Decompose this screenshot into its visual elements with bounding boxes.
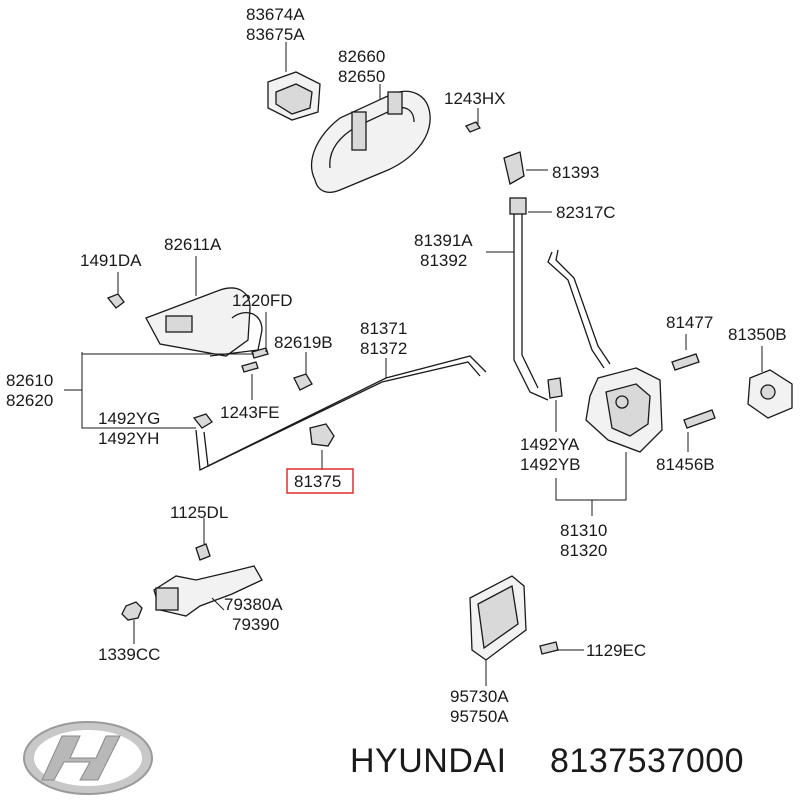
- label-81350b: 81350B: [728, 325, 787, 344]
- label-81320: 81320: [560, 541, 607, 560]
- label-82650: 82650: [338, 67, 385, 86]
- label-1243fe: 1243FE: [220, 403, 280, 422]
- exterior-handle-part: [310, 90, 431, 193]
- inside-rod-group: [195, 355, 487, 494]
- label-1492yb: 1492YB: [520, 455, 581, 474]
- screw-1220fd-icon: [251, 347, 269, 359]
- rod-81391a-part: [513, 205, 549, 401]
- label-95730a: 95730A: [450, 687, 509, 706]
- label-81393: 81393: [552, 163, 599, 182]
- label-81477: 81477: [666, 313, 713, 332]
- label-1339cc: 1339CC: [98, 645, 160, 664]
- clip-1492yg-icon: [192, 413, 213, 429]
- rod-81371-part: [195, 361, 481, 471]
- screw-1243hx-icon: [465, 121, 481, 133]
- label-79380a: 79380A: [224, 595, 283, 614]
- label-1125dl: 1125DL: [170, 503, 228, 522]
- label-81372: 81372: [360, 339, 407, 358]
- rod-latch-part: [547, 251, 605, 369]
- screw-81477-icon: [671, 353, 700, 371]
- inside-handle-group: [64, 256, 313, 429]
- label-1491da: 1491DA: [80, 251, 142, 270]
- inside-handle-82611a-part: [145, 287, 251, 357]
- label-1129ec: 1129EC: [586, 641, 646, 660]
- exterior-handle-group: [267, 42, 481, 193]
- screw-1129ec-icon: [539, 641, 559, 655]
- screw-81456b-icon: [683, 409, 716, 429]
- door-checker-79380a-part: [153, 565, 263, 617]
- clip-81393-part: [503, 151, 525, 185]
- label-79390: 79390: [232, 615, 279, 634]
- label-82660: 82660: [338, 47, 385, 66]
- label-81456b: 81456B: [656, 455, 715, 474]
- bolt-1125dl-icon: [195, 543, 211, 561]
- clip-1491da-icon: [106, 293, 125, 309]
- label-81371: 81371: [360, 319, 407, 338]
- label-1492ya: 1492YA: [520, 435, 580, 454]
- label-83675a: 83675A: [246, 25, 305, 44]
- label-82619b: 82619B: [274, 333, 333, 352]
- label-1492yg: 1492YG: [98, 409, 160, 428]
- label-81310: 81310: [560, 521, 607, 540]
- highlight-81375-box: [286, 468, 354, 494]
- door-checker-group: [121, 518, 263, 644]
- label-83674a: 83674A: [246, 5, 305, 24]
- clip-81375-part: [309, 423, 335, 447]
- clip-1492ya-part: [547, 377, 563, 399]
- nut-1339cc-icon: [121, 601, 143, 621]
- cap-82619b-icon: [293, 373, 313, 391]
- label-82317c: 82317C: [556, 203, 616, 222]
- label-81392: 81392: [420, 251, 467, 270]
- brand-name: HYUNDAI: [350, 742, 507, 780]
- handle-cover-inner-part: [275, 83, 313, 115]
- label-1220fd: 1220FD: [232, 291, 292, 310]
- part-labels: 83674A 83675A 82660 82650 1243HX 81393 8…: [6, 5, 787, 726]
- label-82620: 82620: [6, 391, 53, 410]
- handle-bracket-part: [351, 111, 367, 151]
- hyundai-logo-icon: [23, 721, 153, 795]
- label-82611a: 82611A: [164, 235, 222, 254]
- label-95750a: 95750A: [450, 707, 509, 726]
- label-1243hx: 1243HX: [444, 89, 505, 108]
- label-81375: 81375: [294, 472, 341, 491]
- label-82610: 82610: [6, 371, 53, 390]
- part-number: 8137537000: [550, 742, 744, 780]
- label-81391a: 81391A: [414, 231, 473, 250]
- label-1492yh: 1492YH: [98, 429, 159, 448]
- screw-1243fe-icon: [241, 361, 259, 373]
- door-latch-group: [555, 334, 793, 516]
- door-module-group: [469, 575, 584, 686]
- latch-rods-group: [486, 151, 611, 432]
